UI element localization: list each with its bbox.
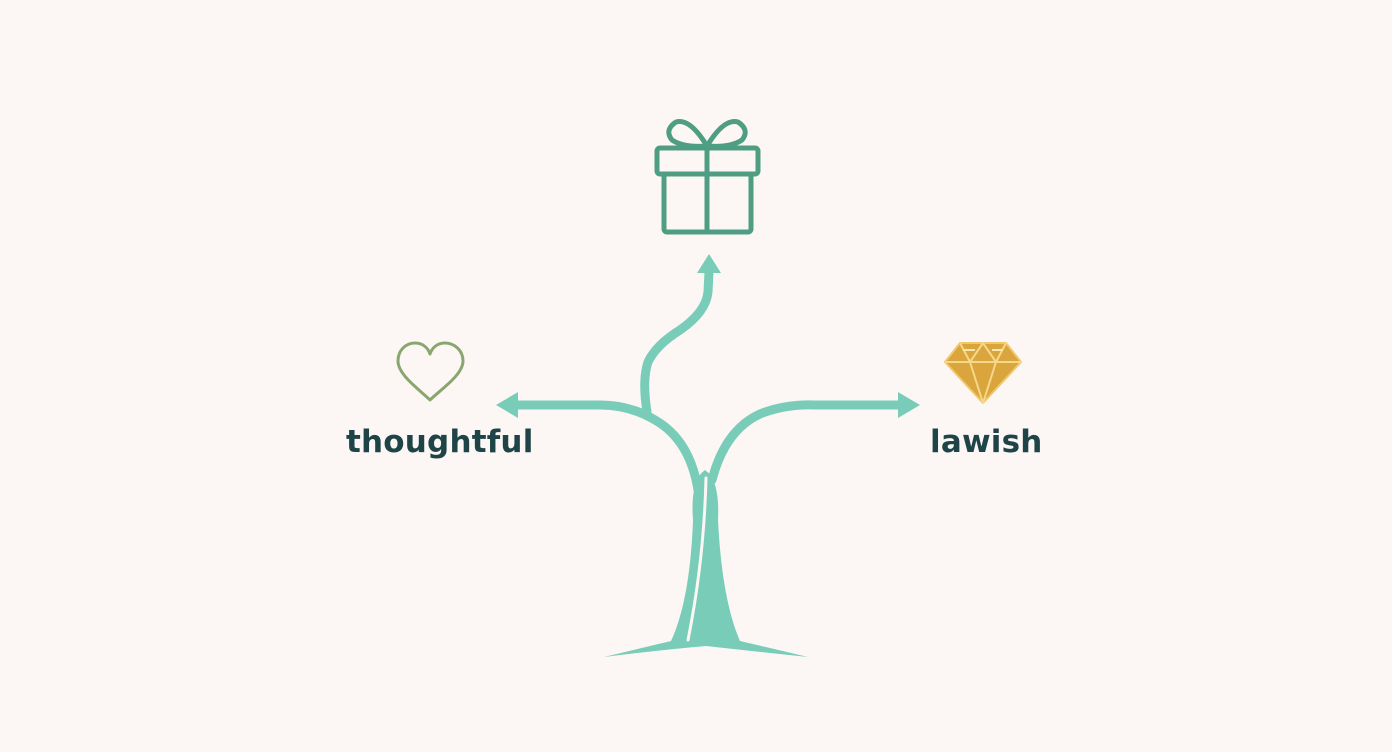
arrowhead-right	[898, 392, 920, 418]
tree-trunk	[604, 470, 808, 657]
branch-right	[707, 400, 905, 485]
arrowhead-left	[496, 392, 518, 418]
option-label-thoughtful: thoughtful	[346, 424, 534, 460]
tree-trunk-crack	[686, 476, 708, 642]
heart-icon	[396, 341, 465, 402]
diamond-icon	[944, 342, 1022, 404]
gift-icon	[654, 119, 761, 235]
option-label-lawish: lawish	[930, 424, 1043, 460]
branch-left	[510, 400, 703, 495]
arrowhead-up	[697, 254, 721, 273]
branch-up	[640, 267, 714, 417]
